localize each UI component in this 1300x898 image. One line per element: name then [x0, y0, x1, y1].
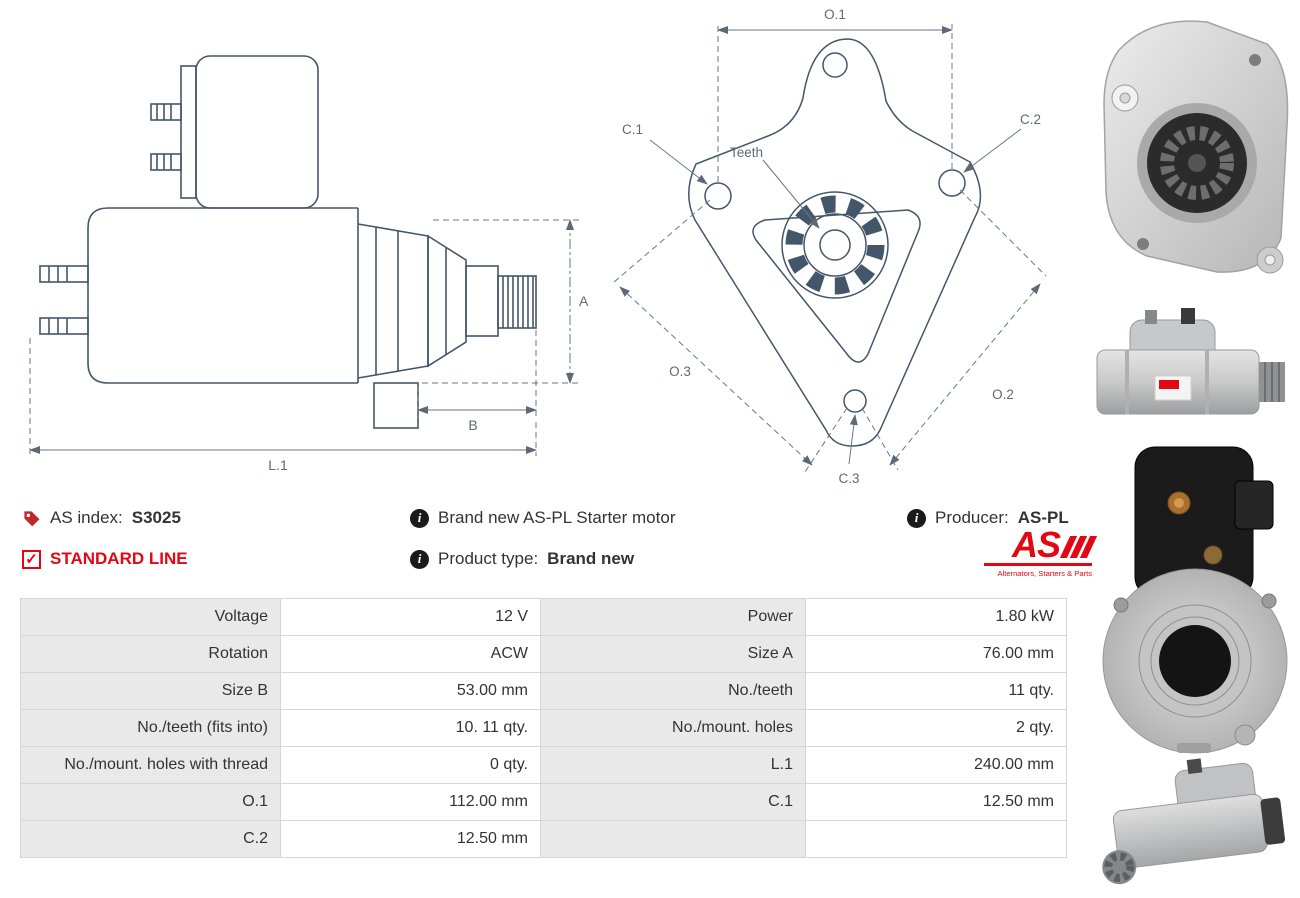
- spec-value: 11 qty.: [805, 672, 1067, 710]
- starter-motor-outline: [39, 55, 537, 429]
- info-icon: i: [410, 508, 429, 528]
- dim-label-c3: C.3: [838, 471, 859, 486]
- product-type-row: i Product type: Brand new: [410, 549, 634, 569]
- standard-line-row: ✓ STANDARD LINE: [22, 549, 188, 569]
- table-row: Size B 53.00 mm No./teeth 11 qty.: [20, 672, 1067, 710]
- dimension-lines: [613, 24, 1047, 473]
- dim-label-l1: L.1: [268, 457, 288, 473]
- starter-photo-image: [1103, 20, 1289, 274]
- spec-label: Size B: [20, 672, 281, 710]
- producer-label: Producer:: [935, 508, 1009, 527]
- spec-label: Rotation: [20, 635, 281, 673]
- spec-value: 12.50 mm: [805, 783, 1067, 821]
- spec-value: 53.00 mm: [280, 672, 541, 710]
- product-photo-side: [1085, 300, 1300, 445]
- dim-label-b: B: [468, 417, 477, 433]
- spec-label: Power: [540, 598, 806, 636]
- spec-label: No./teeth (fits into): [20, 709, 281, 747]
- spec-value: 10. 11 qty.: [280, 709, 541, 747]
- product-photo-rear: [1085, 443, 1300, 760]
- spec-table: Voltage 12 V Power 1.80 kW Rotation ACW …: [20, 598, 1067, 858]
- product-photo-front-angled: [1085, 8, 1300, 298]
- teeth-label: Teeth: [730, 145, 763, 160]
- spec-value: 76.00 mm: [805, 635, 1067, 673]
- starter-photo-image: [1102, 446, 1288, 754]
- spec-label: No./teeth: [540, 672, 806, 710]
- checkbox-icon: ✓: [22, 549, 41, 569]
- table-row: No./teeth (fits into) 10. 11 qty. No./mo…: [20, 709, 1067, 747]
- table-row: Rotation ACW Size A 76.00 mm: [20, 635, 1067, 673]
- spec-label: Size A: [540, 635, 806, 673]
- starter-photo-image: [1102, 758, 1286, 885]
- spec-value: 0 qty.: [280, 746, 541, 784]
- dim-label-o1: O.1: [824, 7, 846, 22]
- spec-value: [805, 820, 1067, 858]
- spec-value: ACW: [280, 635, 541, 673]
- table-row: O.1 112.00 mm C.1 12.50 mm: [20, 783, 1067, 821]
- spec-label: No./mount. holes with thread: [20, 746, 281, 784]
- logo-brand-text: AS: [1011, 524, 1061, 565]
- as-index-label: AS index:: [50, 508, 123, 527]
- dim-label-c1: C.1: [622, 122, 643, 137]
- producer-row: i Producer: AS-PL: [907, 508, 1069, 528]
- spec-label: No./mount. holes: [540, 709, 806, 747]
- spec-value: 12.50 mm: [280, 820, 541, 858]
- product-photos-column: [1085, 0, 1300, 898]
- product-type-label: Product type:: [438, 549, 539, 568]
- spec-label: O.1: [20, 783, 281, 821]
- as-pl-logo: AS Alternators, Starters & Parts: [984, 524, 1098, 578]
- spec-label: C.1: [540, 783, 806, 821]
- dim-label-o2: O.2: [992, 387, 1014, 402]
- info-icon: i: [410, 549, 429, 569]
- spec-value: 2 qty.: [805, 709, 1067, 747]
- spec-label: L.1: [540, 746, 806, 784]
- spec-label: Voltage: [20, 598, 281, 636]
- spec-label: [540, 820, 806, 858]
- spec-value: 1.80 kW: [805, 598, 1067, 636]
- side-view-technical-drawing: A B L.1: [29, 55, 589, 473]
- product-type-value: Brand new: [547, 549, 635, 568]
- spec-value: 240.00 mm: [805, 746, 1067, 784]
- product-photo-angled: [1085, 758, 1300, 898]
- spec-value: 112.00 mm: [280, 783, 541, 821]
- dim-label-a: A: [579, 293, 589, 309]
- table-row: Voltage 12 V Power 1.80 kW: [20, 598, 1067, 636]
- logo-tagline: Alternators, Starters & Parts: [997, 568, 1092, 578]
- tag-icon: [24, 510, 40, 526]
- as-index-value: S3025: [131, 508, 181, 527]
- brand-new-text: Brand new AS-PL Starter motor: [438, 508, 676, 527]
- front-view-technical-drawing: O.1 C.1 C.2 C.3 Teeth O.3 O.2: [613, 7, 1047, 486]
- dim-label-c2: C.2: [1020, 112, 1041, 127]
- spec-value: 12 V: [280, 598, 541, 636]
- flange-outline: [688, 38, 982, 447]
- as-index-row: AS index: S3025: [22, 508, 181, 528]
- logo-underline: [984, 562, 1092, 566]
- standard-line-label: STANDARD LINE: [50, 549, 188, 568]
- dimension-lines: [29, 219, 582, 456]
- product-info-section: AS index: S3025 ✓ STANDARD LINE i Brand …: [22, 500, 1098, 595]
- info-icon: i: [907, 508, 926, 528]
- spec-label: C.2: [20, 820, 281, 858]
- dim-label-o3: O.3: [669, 364, 691, 379]
- table-row: C.2 12.50 mm: [20, 820, 1067, 858]
- starter-photo-image: [1096, 308, 1285, 415]
- table-row: No./mount. holes with thread 0 qty. L.1 …: [20, 746, 1067, 784]
- brand-new-row: i Brand new AS-PL Starter motor: [410, 508, 675, 528]
- producer-value: AS-PL: [1017, 508, 1069, 527]
